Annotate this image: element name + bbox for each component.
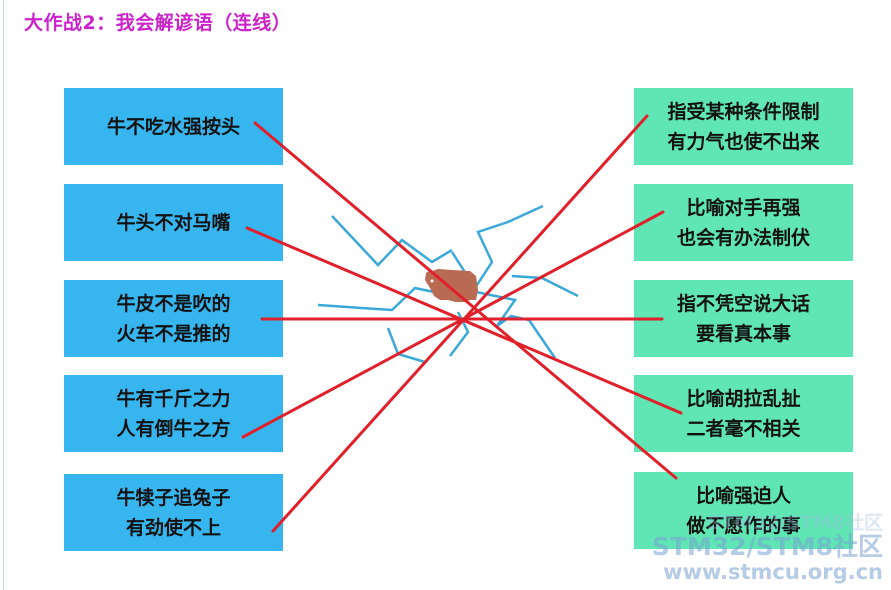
left-card-4-line1: 牛有千斤之力	[116, 387, 231, 410]
left-card-2[interactable]: 牛头不对马嘴	[64, 184, 283, 261]
right-card-1[interactable]: 指受某种条件限制 有力气也使不出来	[634, 88, 853, 165]
right-card-5-line2: 做不愿作的事	[686, 514, 801, 537]
watermark-line1: STM32/STM8社区	[707, 511, 883, 534]
left-card-4[interactable]: 牛有千斤之力 人有倒牛之方	[64, 375, 283, 452]
left-card-3-line1: 牛皮不是吹的	[116, 292, 231, 315]
right-card-5[interactable]: 比喻强迫人 做不愿作的事	[634, 472, 853, 549]
left-card-5[interactable]: 牛犊子追兔子 有劲使不上	[64, 474, 283, 551]
watermark-line3: www.stmcu.org.cn	[663, 559, 883, 584]
right-card-3-line1: 指不凭空说大话	[676, 292, 810, 315]
left-card-4-line2: 人有倒牛之方	[116, 417, 231, 440]
left-card-5-line2: 有劲使不上	[125, 516, 221, 539]
left-card-2-line1: 牛头不对马嘴	[116, 211, 231, 234]
page-title: 大作战2：我会解谚语（连线）	[24, 12, 292, 34]
right-card-4-line1: 比喻胡拉乱扯	[686, 387, 801, 410]
right-card-1-line1: 指受某种条件限制	[667, 100, 820, 123]
left-card-3[interactable]: 牛皮不是吹的 火车不是推的	[64, 280, 283, 357]
left-card-3-line2: 火车不是推的	[116, 322, 231, 345]
right-card-1-line2: 有力气也使不出来	[667, 130, 820, 153]
right-card-4-line2: 二者毫不相关	[686, 417, 801, 440]
watermark: STM32/STM8社区 STM32/STM8社区 www.stmcu.org.…	[651, 511, 883, 584]
right-card-5-line1: 比喻强迫人	[695, 484, 791, 507]
connector-lines	[241, 114, 683, 533]
left-card-1[interactable]: 牛不吃水强按头	[64, 88, 283, 165]
right-card-2[interactable]: 比喻对手再强 也会有办法制伏	[634, 184, 853, 261]
left-card-5-line1: 牛犊子追兔子	[116, 486, 231, 509]
frame-border	[3, 0, 4, 590]
right-card-2-line1: 比喻对手再强	[686, 196, 801, 219]
right-card-4[interactable]: 比喻胡拉乱扯 二者毫不相关	[634, 375, 853, 452]
right-card-2-line2: 也会有办法制伏	[676, 226, 810, 249]
right-card-3[interactable]: 指不凭空说大话 要看真本事	[634, 280, 853, 357]
left-card-1-line1: 牛不吃水强按头	[106, 115, 240, 138]
watermark-line2: STM32/STM8社区	[651, 532, 883, 562]
right-card-3-line2: 要看真本事	[695, 322, 791, 345]
